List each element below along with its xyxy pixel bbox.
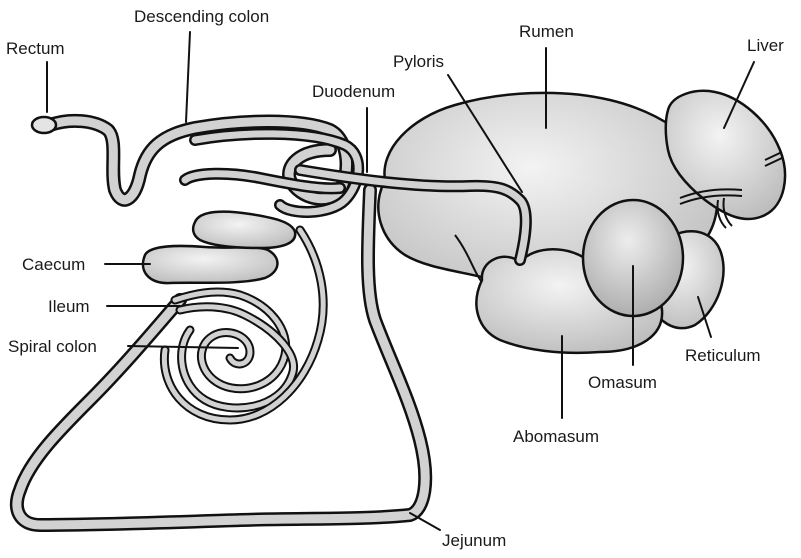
label-descending-colon: Descending colon	[134, 7, 269, 26]
label-ileum: Ileum	[48, 297, 90, 316]
caecum-shape	[143, 246, 277, 283]
label-caecum: Caecum	[22, 255, 85, 274]
caecum-upper	[193, 212, 295, 248]
label-pyloris: Pyloris	[393, 52, 444, 71]
label-spiral-colon: Spiral colon	[8, 337, 97, 356]
rectum-tip	[32, 117, 56, 133]
label-liver: Liver	[747, 36, 784, 55]
label-jejunum: Jejunum	[442, 531, 506, 550]
label-rectum: Rectum	[6, 39, 65, 58]
leader-descending-colon	[186, 32, 190, 122]
label-reticulum: Reticulum	[685, 346, 761, 365]
label-omasum: Omasum	[588, 373, 657, 392]
label-duodenum: Duodenum	[312, 82, 395, 101]
label-abomasum: Abomasum	[513, 427, 599, 446]
label-rumen: Rumen	[519, 22, 574, 41]
leader-jejunum	[410, 513, 440, 530]
